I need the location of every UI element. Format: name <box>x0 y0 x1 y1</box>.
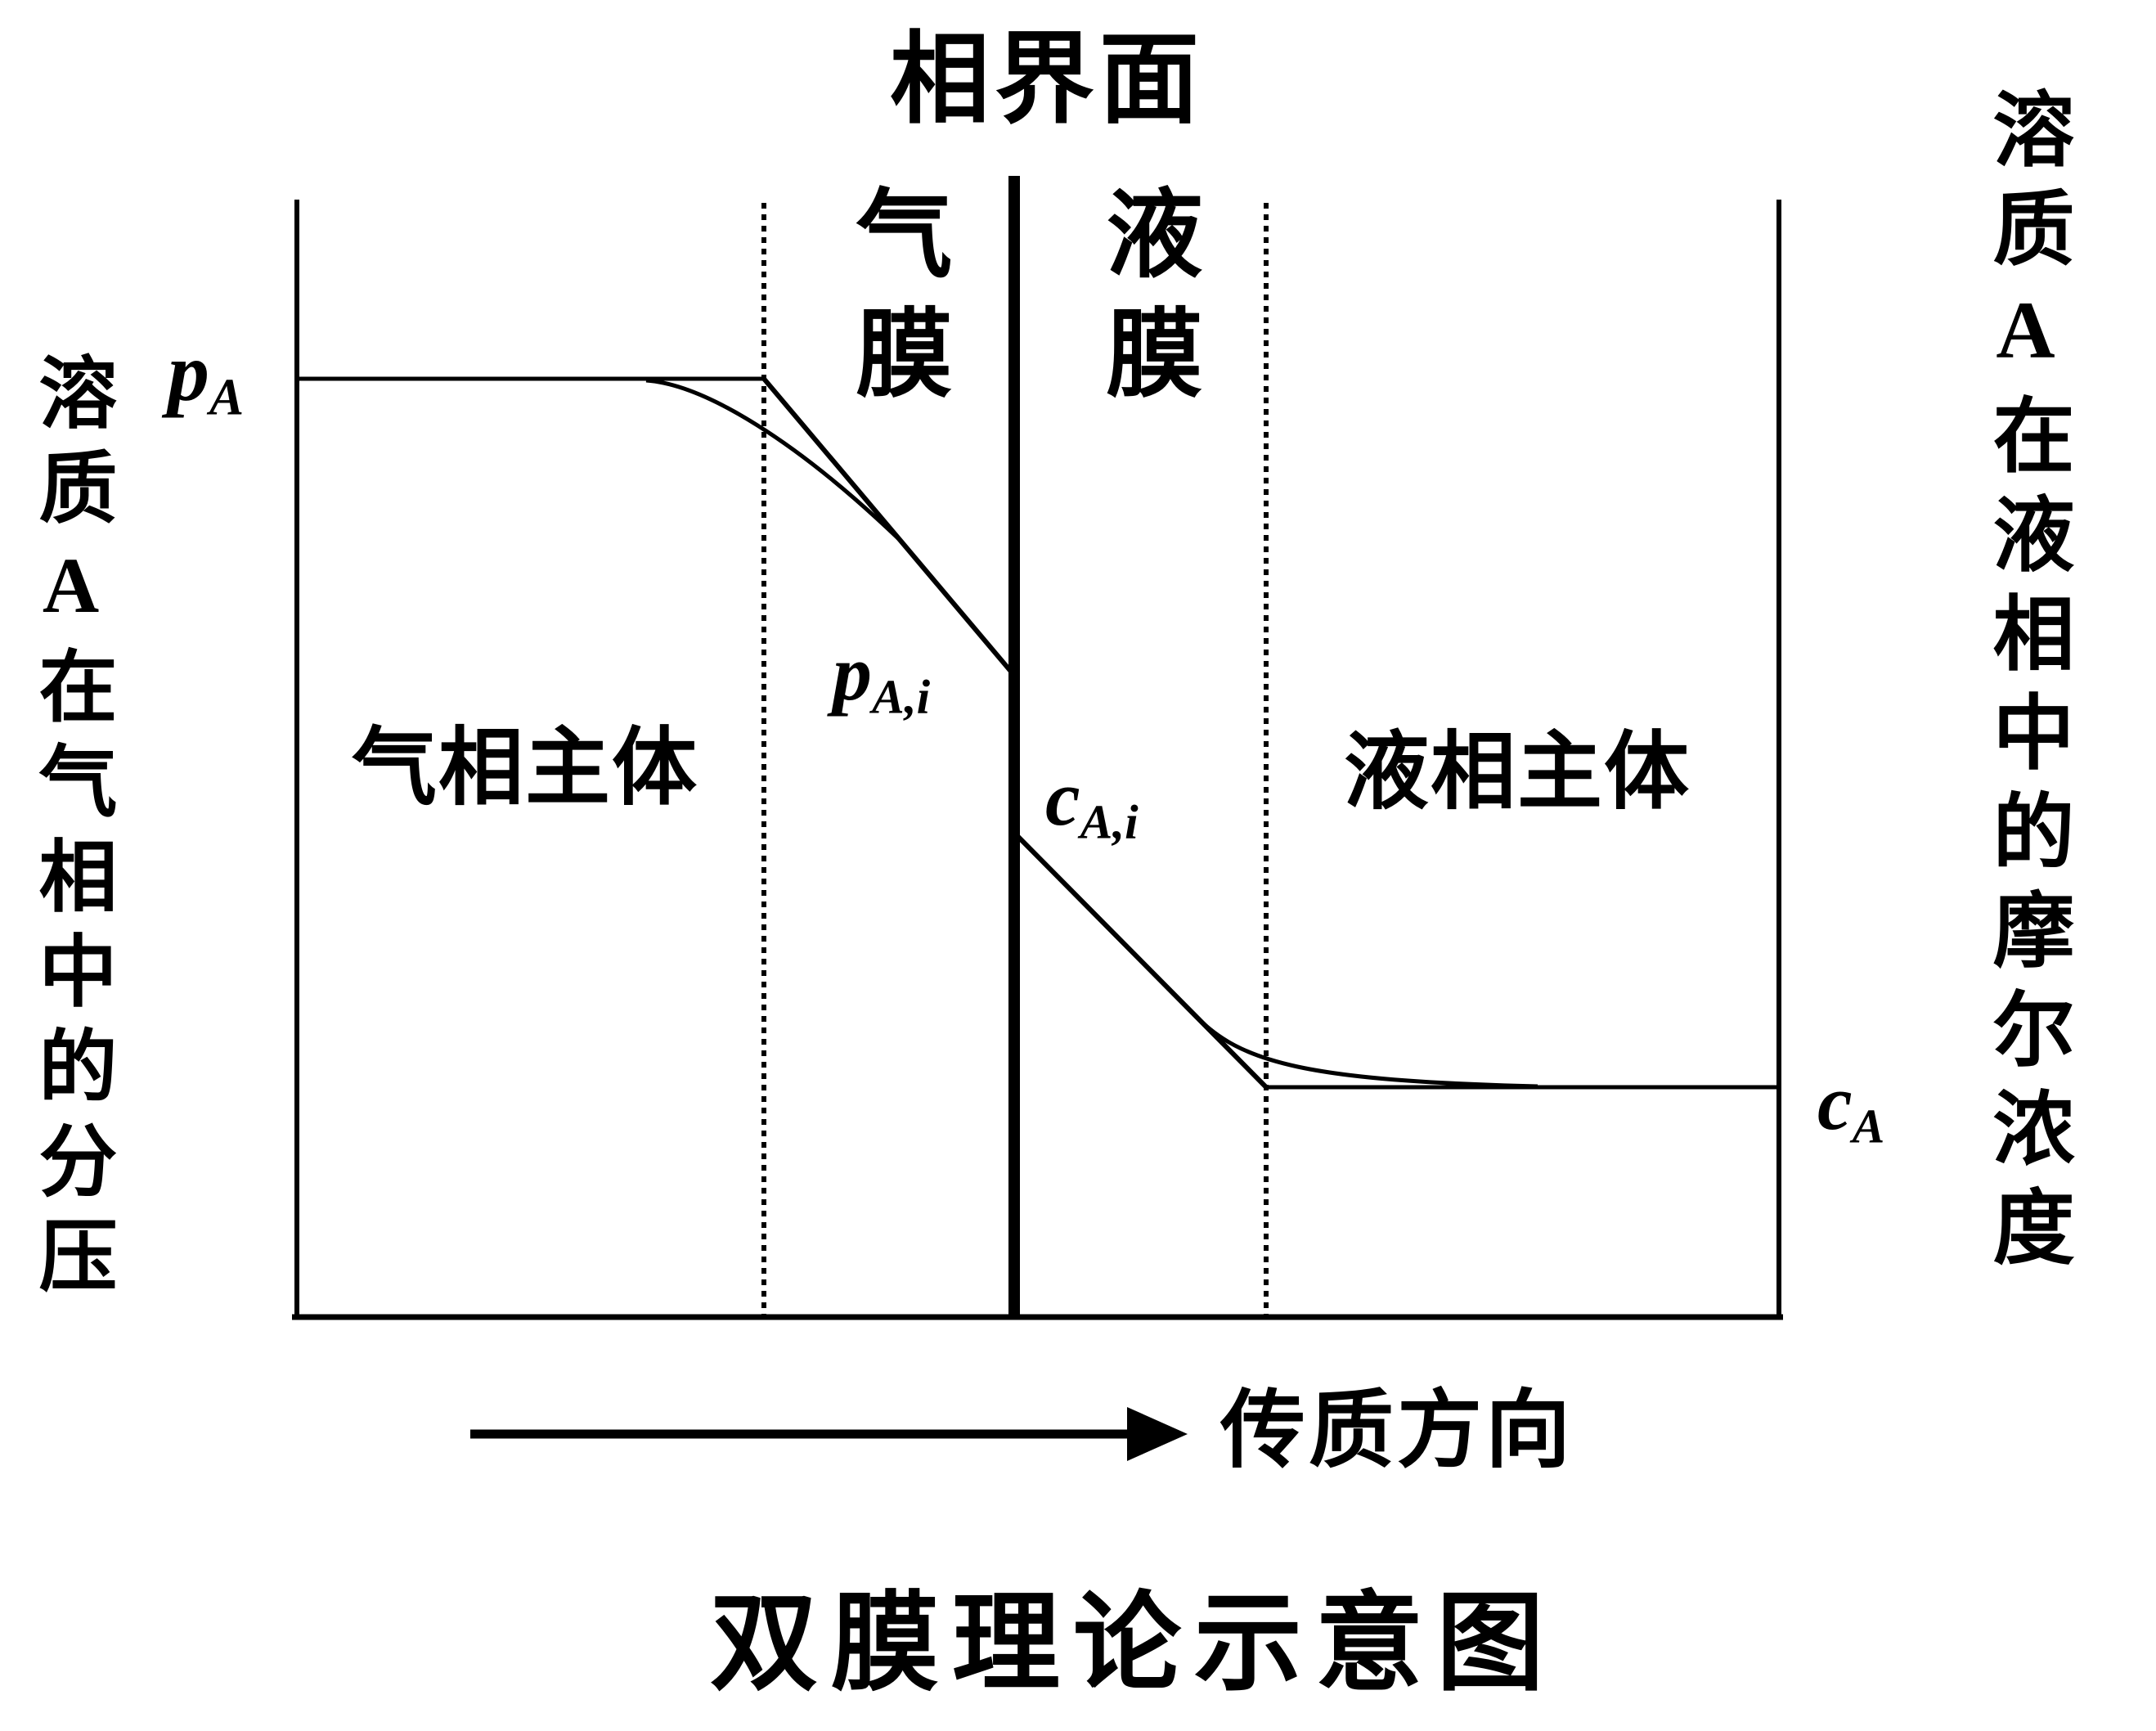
interface-title: 相界面 <box>890 25 1204 136</box>
gas-film-linear-profile <box>761 377 1014 674</box>
liquid-actual-profile-curve <box>1193 1013 1538 1089</box>
cAi-label: cA,i <box>1045 759 1139 847</box>
mass-transfer-arrow-head <box>1127 1407 1188 1461</box>
left-axis-label: 溶质A在气相中的分压 <box>27 352 115 1310</box>
gas-bulk-label: 气相主体 <box>352 722 699 816</box>
cA-label: cA <box>1817 1063 1884 1151</box>
pAi-label: pA,i <box>833 634 930 722</box>
mass-transfer-direction-label: 传质方向 <box>1220 1384 1574 1478</box>
gas-film-label: 气膜 <box>841 183 948 422</box>
pA-subscript: A <box>209 368 245 426</box>
liquid-bulk-label: 液相主体 <box>1344 726 1691 820</box>
cA-subscript: A <box>1852 1099 1885 1153</box>
cAi-subscript: A,i <box>1080 794 1139 849</box>
pA-label: pA <box>168 331 244 424</box>
cA-symbol: c <box>1817 1059 1853 1146</box>
gas-actual-profile-curve <box>645 378 901 542</box>
pA-symbol: p <box>168 326 209 419</box>
liquid-film-label: 液膜 <box>1091 183 1198 422</box>
cAi-symbol: c <box>1045 754 1080 842</box>
pAi-symbol: p <box>833 629 872 717</box>
liquid-film-linear-profile <box>1015 834 1269 1090</box>
right-axis-label: 溶质A在液相中的摩尔浓度 <box>1980 87 2071 1284</box>
diagram-caption: 双膜理论示意图 <box>710 1584 1557 1704</box>
pAi-subscript: A,i <box>872 669 931 724</box>
